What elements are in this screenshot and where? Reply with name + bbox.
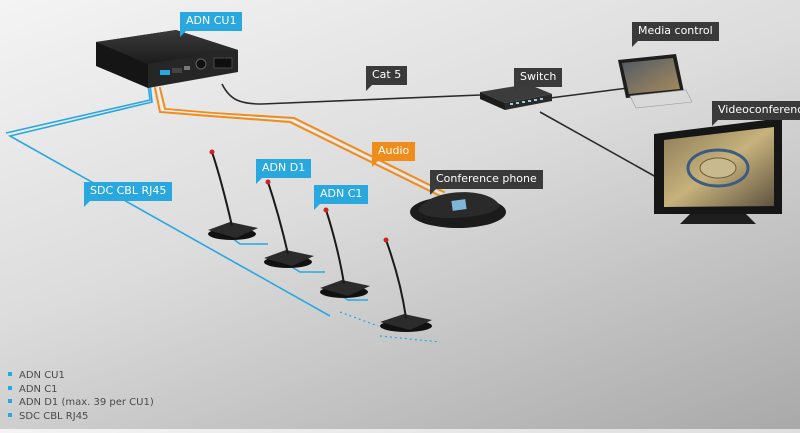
microphone-units: [208, 149, 432, 332]
sdc-cbl-rj45-label: SDC CBL RJ45: [84, 182, 173, 207]
conference-phone-device: [410, 192, 506, 228]
legend-marker: [8, 399, 12, 403]
cat5-label: Cat 5: [366, 66, 408, 91]
cat5-cables: [221, 83, 666, 183]
videoconference-monitor: [654, 118, 782, 224]
media-control-label: Media control: [632, 22, 719, 47]
sdc-cable-link-1: [231, 237, 268, 245]
cat5-cable-cu1-switch: [221, 83, 481, 105]
audio-cables: [154, 87, 445, 197]
media-control-tablet: [618, 54, 693, 109]
legend-marker: [8, 412, 12, 417]
microphone-unit-2: [264, 179, 314, 268]
sdc-cable-main-outer: [7, 83, 331, 317]
switch-device: [480, 84, 552, 110]
legend-item: ADN D1 (max. 39 per CU1): [8, 396, 154, 410]
microphone-unit-3: [320, 207, 370, 298]
adn-d1-label: ADN D1: [256, 159, 312, 184]
audio-label: Audio: [372, 142, 416, 167]
sdc-cable-link-2: [289, 265, 325, 273]
adn-c1-label: ADN C1: [314, 185, 369, 210]
adn-cu1-label: ADN CU1: [180, 12, 243, 37]
sdc-cable-main-inner: [5, 83, 151, 134]
legend-marker: [8, 385, 12, 390]
adn-cu1-device: [96, 30, 238, 88]
switch-label: Switch: [514, 68, 563, 93]
cable-switch-media-control: [549, 87, 629, 99]
microphone-unit-1: [208, 149, 258, 240]
legend: ADN CU1 ADN C1 ADN D1 (max. 39 per CU1) …: [8, 369, 154, 423]
legend-item: ADN C1: [8, 383, 154, 397]
legend-item: ADN CU1: [8, 369, 154, 383]
legend-marker: [8, 372, 12, 376]
microphone-unit-4: [380, 237, 432, 332]
cable-switch-videoconference: [539, 111, 666, 183]
sdc-cable-continuation: [339, 311, 441, 343]
conference-phone-label: Conference phone: [430, 170, 543, 195]
videoconference-label: Videoconference: [712, 101, 800, 126]
legend-item: SDC CBL RJ45: [8, 410, 154, 424]
